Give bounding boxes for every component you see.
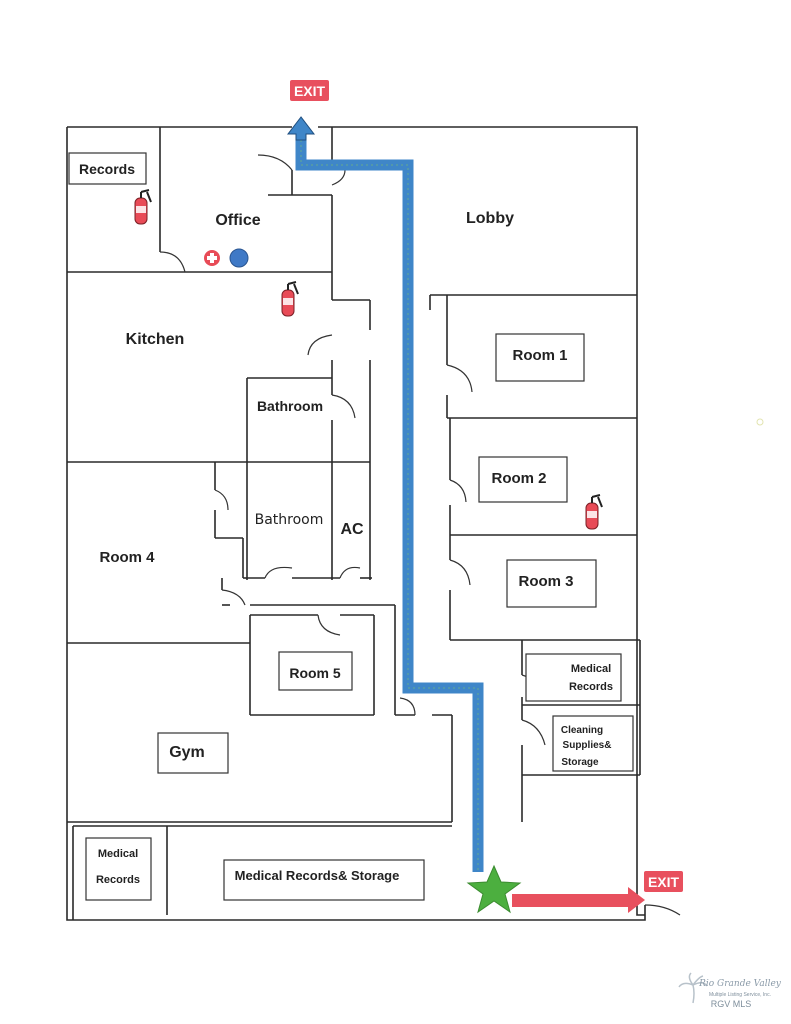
- blue-dot-icon: [229, 248, 249, 268]
- label-bathroom-handwritten: Bathroom: [255, 512, 324, 528]
- label-cleaning-1: Cleaning: [561, 725, 603, 736]
- label-room5: Room 5: [289, 665, 341, 681]
- records-box: [68, 152, 147, 185]
- watermark-line2: Multiple Listing Service, Inc.: [709, 992, 771, 998]
- medical-storage-box: [223, 859, 425, 901]
- label-medical-left-2: Records: [96, 874, 140, 886]
- label-medical-right-2: Records: [569, 681, 613, 693]
- watermark-line1: Rio Grande Valley: [698, 979, 782, 989]
- gym-box: [157, 732, 229, 774]
- up-arrow-icon: [286, 116, 316, 141]
- fire-extinguisher-icon: [281, 281, 299, 317]
- label-gym: Gym: [169, 744, 205, 761]
- cleaning-box: [552, 715, 634, 772]
- exit-sign-top: EXIT: [290, 80, 329, 101]
- exit-top-label: EXIT: [294, 83, 326, 99]
- stray-mark: [756, 418, 764, 426]
- room1-box: [495, 333, 585, 382]
- label-ac: AC: [340, 521, 364, 538]
- room3-box: [506, 559, 597, 608]
- exit-arrow-icon: [512, 887, 645, 913]
- room5-box: [278, 651, 353, 691]
- palm-tree-icon: [678, 972, 708, 1004]
- star-icon: [466, 864, 522, 914]
- label-cleaning-2: Supplies&: [563, 740, 612, 751]
- label-medical-right-1: Medical: [571, 663, 611, 675]
- rgv-mls-watermark: Rio Grande Valley Multiple Listing Servi…: [678, 972, 782, 1009]
- watermark-line3: RGV MLS: [711, 999, 752, 1009]
- fire-extinguisher-icon: [585, 494, 603, 530]
- medical-records-left-box: [85, 837, 152, 901]
- label-room1: Room 1: [512, 347, 567, 364]
- evacuation-route-blue: [286, 116, 484, 872]
- label-room3: Room 3: [518, 573, 573, 590]
- label-cleaning-3: Storage: [561, 757, 599, 768]
- first-aid-icon: [204, 250, 220, 266]
- label-kitchen: Kitchen: [126, 331, 185, 348]
- label-records: Records: [79, 161, 135, 177]
- exit-bottom-label: EXIT: [648, 874, 680, 890]
- medical-records-right-box: [525, 653, 622, 702]
- fire-extinguisher-icon: [134, 189, 152, 225]
- door-swings: [159, 154, 681, 916]
- label-room4: Room 4: [99, 549, 155, 566]
- building-walls: [66, 126, 646, 921]
- label-bathroom-top: Bathroom: [257, 398, 323, 414]
- label-office: Office: [215, 212, 260, 229]
- label-room2: Room 2: [491, 470, 546, 487]
- label-medical-left-1: Medical: [98, 848, 138, 860]
- label-medical-storage: Medical Records& Storage: [235, 868, 400, 883]
- room2-box: [478, 456, 568, 503]
- label-lobby: Lobby: [466, 210, 514, 227]
- exit-sign-bottom: EXIT: [644, 871, 683, 892]
